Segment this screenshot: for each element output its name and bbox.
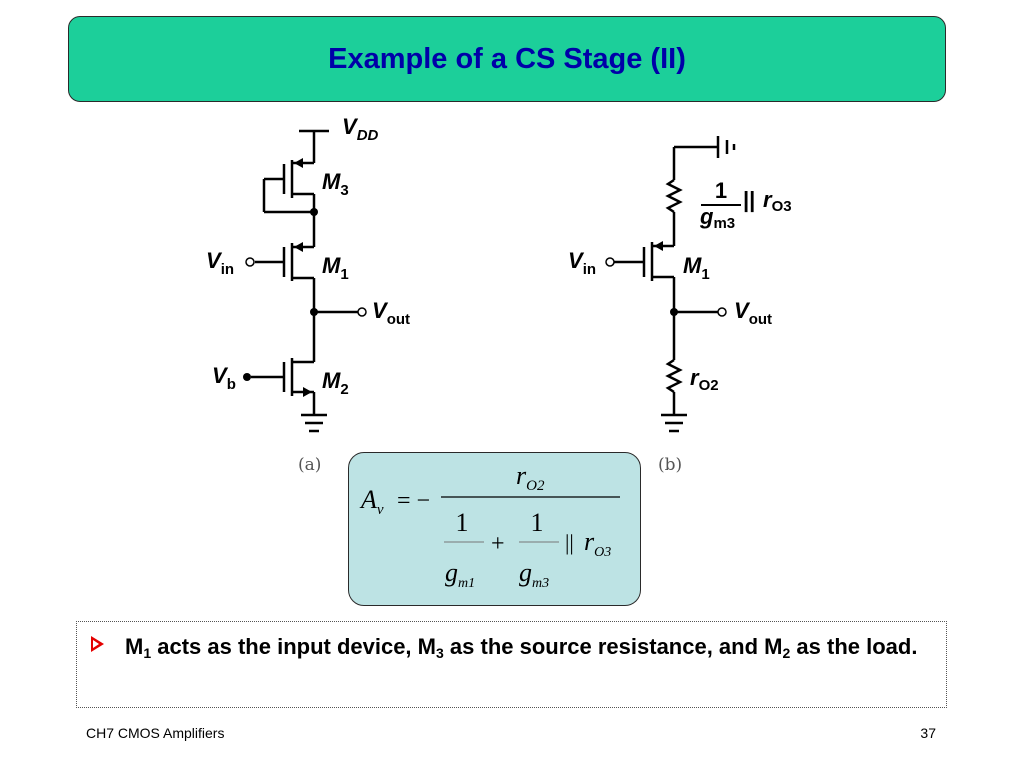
- footer-course-label: CH7 CMOS Amplifiers: [86, 725, 225, 741]
- one-over-gm1-numerator: 1: [456, 508, 469, 537]
- parallel-symbol-b: ||: [743, 187, 755, 212]
- m1-label-a: M1: [322, 253, 349, 283]
- voltage-gain-equation: Av = − rO2 1 gm1 + 1 gm3 || rO3: [359, 461, 620, 591]
- m1-label-b: M1: [683, 253, 710, 283]
- voltage-gain-equation-box: Av = − rO2 1 gm1 + 1 gm3 || rO3: [348, 452, 641, 606]
- m2-label: M2: [322, 368, 349, 398]
- bullet-box: M1 acts as the input device, M3 as the s…: [76, 621, 947, 708]
- bullet-text: M1 acts as the input device, M3 as the s…: [125, 634, 918, 661]
- gm3-denominator: gm3: [519, 558, 549, 591]
- vout-label-b: Vout: [734, 298, 772, 328]
- one-over-gm3-numerator: 1: [531, 508, 544, 537]
- arrow-bullet-icon: [91, 636, 104, 652]
- vout-label-a: Vout: [372, 298, 410, 328]
- plus-sign: +: [491, 531, 505, 557]
- caption-b: (b): [658, 455, 682, 475]
- page-number: 37: [920, 725, 936, 741]
- vin-label-a: Vin: [206, 248, 234, 278]
- m3-label: M3: [322, 169, 349, 199]
- ro2-label: rO2: [690, 365, 719, 394]
- frac-numerator-label: 1: [715, 178, 727, 203]
- title-banner: Example of a CS Stage (II): [68, 16, 946, 102]
- frac-denominator-label: gm3: [699, 204, 735, 232]
- equals-minus: = −: [397, 488, 430, 514]
- gm1-denominator: gm1: [445, 558, 475, 591]
- slide-title: Example of a CS Stage (II): [328, 42, 686, 75]
- parallel-symbol: ||: [565, 530, 574, 555]
- caption-a: (a): [298, 455, 321, 475]
- vin-label-b: Vin: [568, 248, 596, 278]
- ro3-term: rO3: [584, 527, 611, 560]
- ro3-label: rO3: [763, 187, 792, 215]
- gain-symbol: Av: [359, 485, 384, 518]
- vdd-label: VDD: [342, 114, 379, 144]
- vb-label: Vb: [212, 363, 236, 393]
- numerator-ro2: rO2: [516, 461, 545, 494]
